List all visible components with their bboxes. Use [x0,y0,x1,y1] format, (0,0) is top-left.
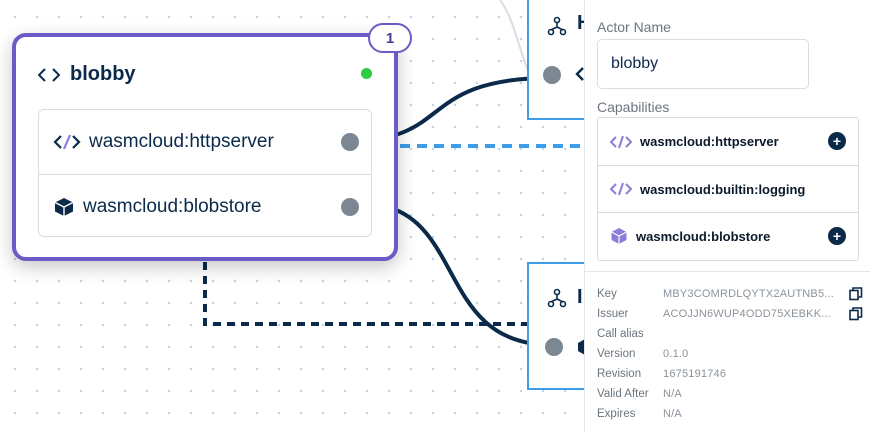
httpserver-port[interactable] [341,133,359,151]
meta-value: N/A [663,408,682,420]
meta-value: MBY3COMRDLQYTX2AUTNB5... [663,288,835,300]
network-icon [547,16,567,36]
actor-name-input[interactable] [597,39,809,89]
code-slash-icon [610,135,632,148]
meta-value: N/A [663,388,682,400]
capability-label: wasmcloud:builtin:logging [640,181,806,197]
network-icon [547,288,567,308]
code-slash-icon [610,182,632,196]
status-indicator [361,68,372,79]
meta-call-alias-row: Call alias [597,324,867,344]
meta-label: Valid After [597,388,649,400]
link-dashed-dark [203,262,530,326]
panel-capability-logging: wasmcloud:builtin:logging [598,165,858,212]
capability-label: wasmcloud:httpserver [640,134,779,149]
meta-valid-after-row: Valid After N/A [597,384,867,404]
meta-value: 1675191746 [663,368,727,380]
capability-label: wasmcloud:blobstore [83,195,262,217]
instance-count-badge: 1 [368,23,412,53]
meta-label: Issuer [597,308,629,320]
add-blobstore-button[interactable]: + [828,227,846,245]
provider-bottom-port[interactable] [545,338,563,356]
meta-label: Call alias [597,328,644,340]
meta-label: Version [597,348,636,360]
add-httpserver-button[interactable]: + [828,132,846,150]
capabilities-label: Capabilities [597,99,670,115]
meta-key-row: Key MBY3COMRDLQYTX2AUTNB5... [597,284,867,304]
actor-capability-httpserver[interactable]: wasmcloud:httpserver [39,110,371,174]
meta-label: Expires [597,408,636,420]
panel-capability-blobstore: wasmcloud:blobstore + [598,212,858,259]
actor-capability-blobstore[interactable]: wasmcloud:blobstore [39,174,371,238]
panel-capability-httpserver: wasmcloud:httpserver + [598,118,858,165]
copy-icon[interactable] [849,287,863,301]
meta-value: 0.1.0 [663,348,689,360]
actor-details-panel: Actor Name Capabilities wasmcloud:httpse… [584,0,870,432]
capability-label: wasmcloud:httpserver [89,131,274,152]
box-icon [54,197,74,216]
actor-metadata: Key MBY3COMRDLQYTX2AUTNB5... Issuer ACOJ… [597,284,867,424]
meta-value: ACOJJN6WUP4ODD75XEBKK... [663,308,832,320]
meta-revision-row: Revision 1675191746 [597,364,867,384]
provider-top-port[interactable] [543,66,561,84]
code-icon [38,67,60,82]
code-slash-icon [53,134,81,150]
meta-version-row: Version 0.1.0 [597,344,867,364]
box-icon [611,228,627,244]
meta-expires-row: Expires N/A [597,404,867,424]
code-icon [575,67,584,81]
meta-label: Revision [597,368,642,380]
link-gray-curve [499,0,531,76]
actor-capability-list: wasmcloud:httpserver wasmcloud:blobstore [38,109,372,237]
actor-node-title: blobby [70,63,136,85]
actor-name-label: Actor Name [597,19,671,35]
panel-capability-list: wasmcloud:httpserver + wasmcloud:builtin… [597,117,859,261]
panel-divider [585,271,870,272]
meta-issuer-row: Issuer ACOJJN6WUP4ODD75XEBKK... [597,304,867,324]
blobstore-port[interactable] [341,198,359,216]
copy-icon[interactable] [849,307,863,321]
provider-title-bottom: I [577,286,583,308]
meta-label: Key [597,288,617,300]
actor-node-blobby[interactable]: 1 blobby wasmcloud:httpserver [12,23,412,261]
capability-label: wasmcloud:blobstore [636,228,771,244]
